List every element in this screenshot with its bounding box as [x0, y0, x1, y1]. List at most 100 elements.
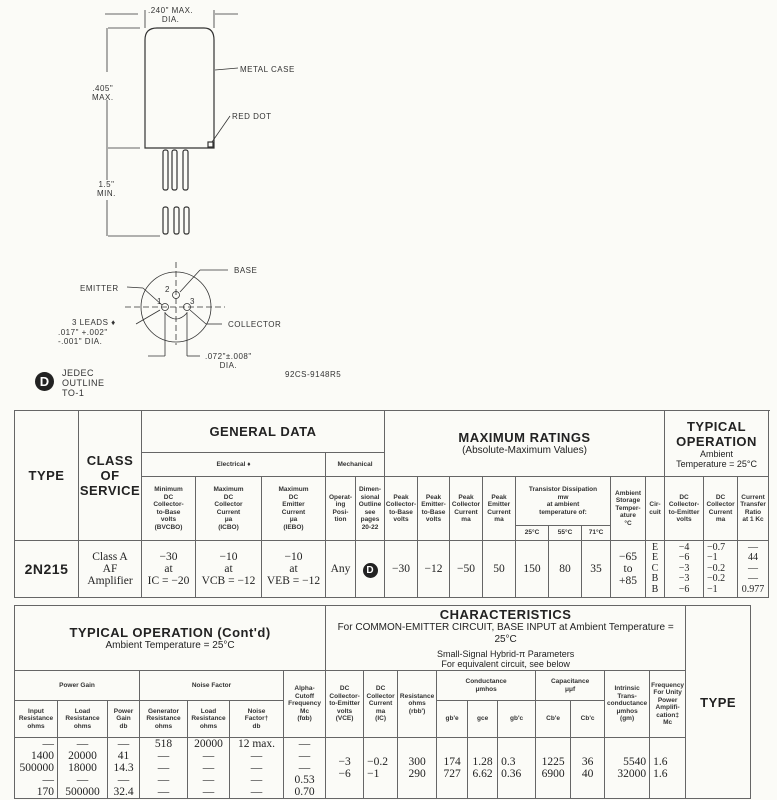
pin-circle-label: .072"±.008" DIA.	[205, 352, 252, 370]
outline-d-badge: D	[35, 372, 54, 391]
gbc-cell: 0.3 0.36	[497, 737, 537, 799]
col-peak-emitter-current: Peak Emitter Current ma	[482, 476, 516, 541]
dissipation-71c-cell: 35	[581, 540, 611, 598]
leads-lower	[162, 206, 190, 235]
typical-operation-contd-title: TYPICAL OPERATION (Cont'd)	[69, 624, 271, 640]
col-gbe: gb'e	[436, 700, 469, 738]
type-header: TYPE	[14, 410, 79, 541]
bvcbo-cell: −30 at IC = −20	[141, 540, 196, 598]
col-dc-vce-2: DC Collector- to-Emitter volts (VCE)	[325, 670, 365, 738]
col-bvcbo: Minimum DC Collector- to-Base volts (BVC…	[141, 476, 196, 541]
col-storage-temp: Ambient Storage Temper- ature °C	[610, 476, 646, 541]
emitter-label: EMITTER	[80, 284, 119, 293]
alpha-cell: — — — 0.53 0.70	[282, 737, 327, 799]
max-ratings-subtitle: (Absolute-Maximum Values)	[462, 445, 587, 456]
col-71c: 71°C	[581, 525, 611, 541]
load-r-cell: — 20000 18000 — 500000	[57, 737, 108, 799]
circuit-cell: E E C B B	[644, 540, 666, 598]
lead-diameter-label: .017" +.002" -.001" DIA.	[58, 328, 108, 346]
typical-operation-header: TYPICAL OPERATION Ambient Temperature = …	[664, 410, 770, 477]
icbo-cell: −10 at VCB = −12	[195, 540, 262, 598]
jedec-outline-label: JEDEC OUTLINE TO-1	[62, 368, 105, 398]
class-of-service-header: CLASS OF SERVICE	[78, 410, 142, 541]
col-power-gain: Power Gain db	[107, 700, 140, 738]
op-pos-cell: Any	[325, 540, 356, 598]
col-55c: 55°C	[548, 525, 582, 541]
conductance-header: Conductance μmhos	[436, 670, 537, 701]
col-current-transfer-ratio: Current Transfer Ratio at 1 Kc	[737, 476, 770, 541]
pin-2-label: 2	[165, 285, 170, 294]
gbe-cell: 174 727	[436, 737, 469, 799]
noise-factor-header: Noise Factor	[139, 670, 284, 701]
drawing-number: 92CS-9148R5	[285, 370, 342, 379]
col-nf-load-resistance: Load Resistance ohms	[187, 700, 230, 738]
leads-upper	[162, 149, 189, 191]
red-dot-marker	[207, 141, 214, 148]
peak-eb-cell: −12	[417, 540, 450, 598]
ic-cell: −0.7 −1 −0.2 −0.2 −1	[703, 540, 739, 598]
outline-cell: D	[355, 540, 385, 598]
dissipation-55c-cell: 80	[548, 540, 582, 598]
vce-cell-2: −3 −6	[325, 737, 365, 799]
type-header-2: TYPE	[685, 605, 752, 799]
power-gain-header: Power Gain	[14, 670, 140, 701]
gen-r-cell: 518 — — — —	[139, 737, 188, 799]
col-icbo: Maximum DC Collector Current μa (ICBO)	[195, 476, 262, 541]
leads-count-label: 3 LEADS ♦	[72, 318, 116, 327]
col-dimensional-outline: Dimen- sional Outline see pages 20-22	[355, 476, 385, 541]
electrical-header: Electrical ♦	[141, 452, 326, 477]
col-gm: Intrinsic Trans- conductance μmhos (gm)	[604, 670, 651, 738]
col-transistor-dissipation: Transistor Dissipation mw at ambient tem…	[515, 476, 611, 526]
col-noise-factor: Noise Factor† db	[229, 700, 284, 738]
typical-operation-title: TYPICAL OPERATION	[676, 418, 757, 449]
characteristics-table: TYPICAL OPERATION (Cont'd) Ambient Tempe…	[13, 605, 752, 799]
outline-d-icon: D	[362, 563, 378, 578]
col-peak-eb-volts: Peak Emitter- to-Base volts	[417, 476, 450, 541]
peak-cb-cell: −30	[384, 540, 418, 598]
col-load-resistance: Load Resistance ohms	[57, 700, 108, 738]
ic-cell-2: −0.2 −1	[363, 737, 399, 799]
pin-3-label: 3	[190, 297, 195, 306]
gce-cell: 1.28 6.62	[467, 737, 499, 799]
col-dc-ic-2: DC Collector Current ma (IC)	[363, 670, 399, 738]
col-rbb: Resistance ohms (rbb')	[397, 670, 438, 738]
metal-case-shape	[144, 27, 215, 149]
peak-ie-cell: 50	[482, 540, 516, 598]
typical-operation-contd-header: TYPICAL OPERATION (Cont'd) Ambient Tempe…	[13, 605, 327, 671]
dissipation-25c-cell: 150	[515, 540, 549, 598]
col-dc-vce: DC Collector- to-Emitter volts	[664, 476, 705, 541]
class-cell: Class A AF Amplifier	[78, 540, 142, 598]
col-cbe: Cb'e	[535, 700, 572, 738]
col-generator-resistance: Generator Resistance ohms	[139, 700, 188, 738]
max-ratings-title: MAXIMUM RATINGS	[458, 430, 591, 445]
fmax-cell: 1.6 1.6	[649, 737, 687, 799]
general-data-header: GENERAL DATA	[141, 410, 385, 453]
table-row: — 1400 500000 — 170 — 20000 18000 — 5000…	[14, 737, 751, 799]
cbc-cell: 36 40	[570, 737, 606, 799]
col-peak-cb-volts: Peak Collector- to-Base volts	[384, 476, 418, 541]
characteristics-header: CHARACTERISTICS For COMMON-EMITTER CIRCU…	[325, 605, 687, 671]
gm-cell: 5540 32000	[604, 737, 651, 799]
peak-ic-cell: −50	[449, 540, 483, 598]
col-iebo: Maximum DC Emitter Current μa (IEBO)	[261, 476, 326, 541]
nf-cell: 12 max. — — — —	[229, 737, 284, 799]
lead-length-label: 1.5" MIN.	[97, 180, 116, 198]
iebo-cell: −10 at VEB = −12	[261, 540, 326, 598]
hybrid-pi-note: Small-Signal Hybrid-π Parameters For equ…	[436, 649, 575, 669]
width-dimension-label: .240" MAX. DIA.	[148, 6, 194, 24]
ratio-cell: — 44 — — 0.977	[737, 540, 770, 598]
max-ratings-header: MAXIMUM RATINGS (Absolute-Maximum Values…	[383, 410, 666, 477]
typical-operation-contd-subtitle: Ambient Temperature = 25°C	[105, 639, 235, 651]
col-circuit: Cir- cuit	[644, 476, 666, 541]
col-cbc: Cb'c	[570, 700, 606, 738]
col-dc-ic: DC Collector Current ma	[703, 476, 739, 541]
rbb-cell: 300 290	[397, 737, 438, 799]
metal-case-label: METAL CASE	[240, 65, 295, 74]
capacitance-header: Capacitance μμf	[535, 670, 606, 701]
col-gce: gce	[467, 700, 499, 738]
nf-load-r-cell: 20000 — — — —	[187, 737, 230, 799]
storage-temp-cell: −65 to +85	[610, 540, 646, 598]
mechanical-header: Mechanical	[325, 452, 385, 477]
col-alpha-cutoff: Alpha- Cutoff Frequency Mc (fαb)	[282, 670, 327, 738]
outline-drawing	[105, 10, 239, 357]
